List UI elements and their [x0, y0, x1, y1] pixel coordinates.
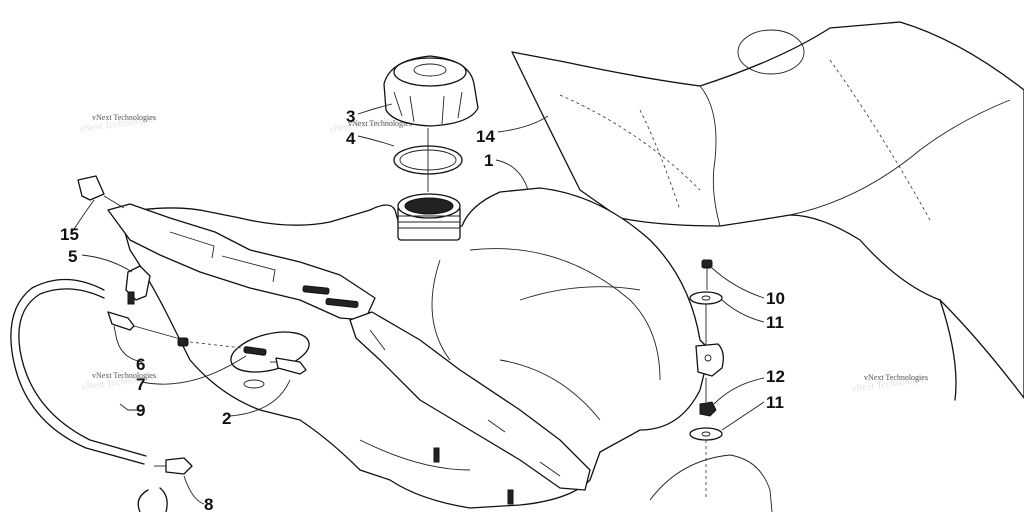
callout-10: 10 — [766, 289, 785, 308]
callout-5: 5 — [68, 247, 77, 266]
fuel-tank-part — [107, 187, 711, 509]
callout-9: 9 — [136, 401, 145, 420]
watermark-text: vNext Technologies — [348, 119, 412, 128]
callout-2: 2 — [222, 409, 231, 428]
callout-11b: 11 — [766, 393, 784, 412]
fuel-petcock-part — [270, 357, 307, 375]
watermark-text: vNext Technologies — [92, 371, 156, 380]
leader-lines — [71, 103, 765, 505]
watermark-text: vNext Technologies — [864, 373, 928, 382]
clip-part — [77, 175, 125, 209]
watermark-text: vNext Technologies — [92, 113, 156, 122]
callout-6: 6 — [136, 355, 145, 374]
mounting-hardware-part — [649, 259, 773, 512]
inline-filter-part — [154, 457, 193, 475]
callout-12: 12 — [766, 367, 785, 386]
callout-14: 14 — [476, 127, 495, 146]
fuel-hose-part — [10, 278, 147, 465]
callout-7: 7 — [136, 375, 145, 394]
callout-1: 1 — [484, 151, 493, 170]
callout-15: 15 — [60, 225, 79, 244]
seat-panel-part — [511, 21, 1024, 401]
callout-labels: 3 4 14 1 15 5 6 7 9 2 8 10 11 12 11 — [60, 107, 785, 512]
callout-4: 4 — [346, 129, 356, 148]
fuel-cap-part — [383, 55, 479, 127]
callout-11a: 11 — [766, 313, 784, 332]
hose-clamp-ring-part — [137, 487, 168, 512]
callout-3: 3 — [346, 107, 355, 126]
clamp-bracket-part — [125, 265, 151, 305]
fuel-fitting-part — [107, 311, 267, 356]
callout-8: 8 — [204, 495, 213, 512]
